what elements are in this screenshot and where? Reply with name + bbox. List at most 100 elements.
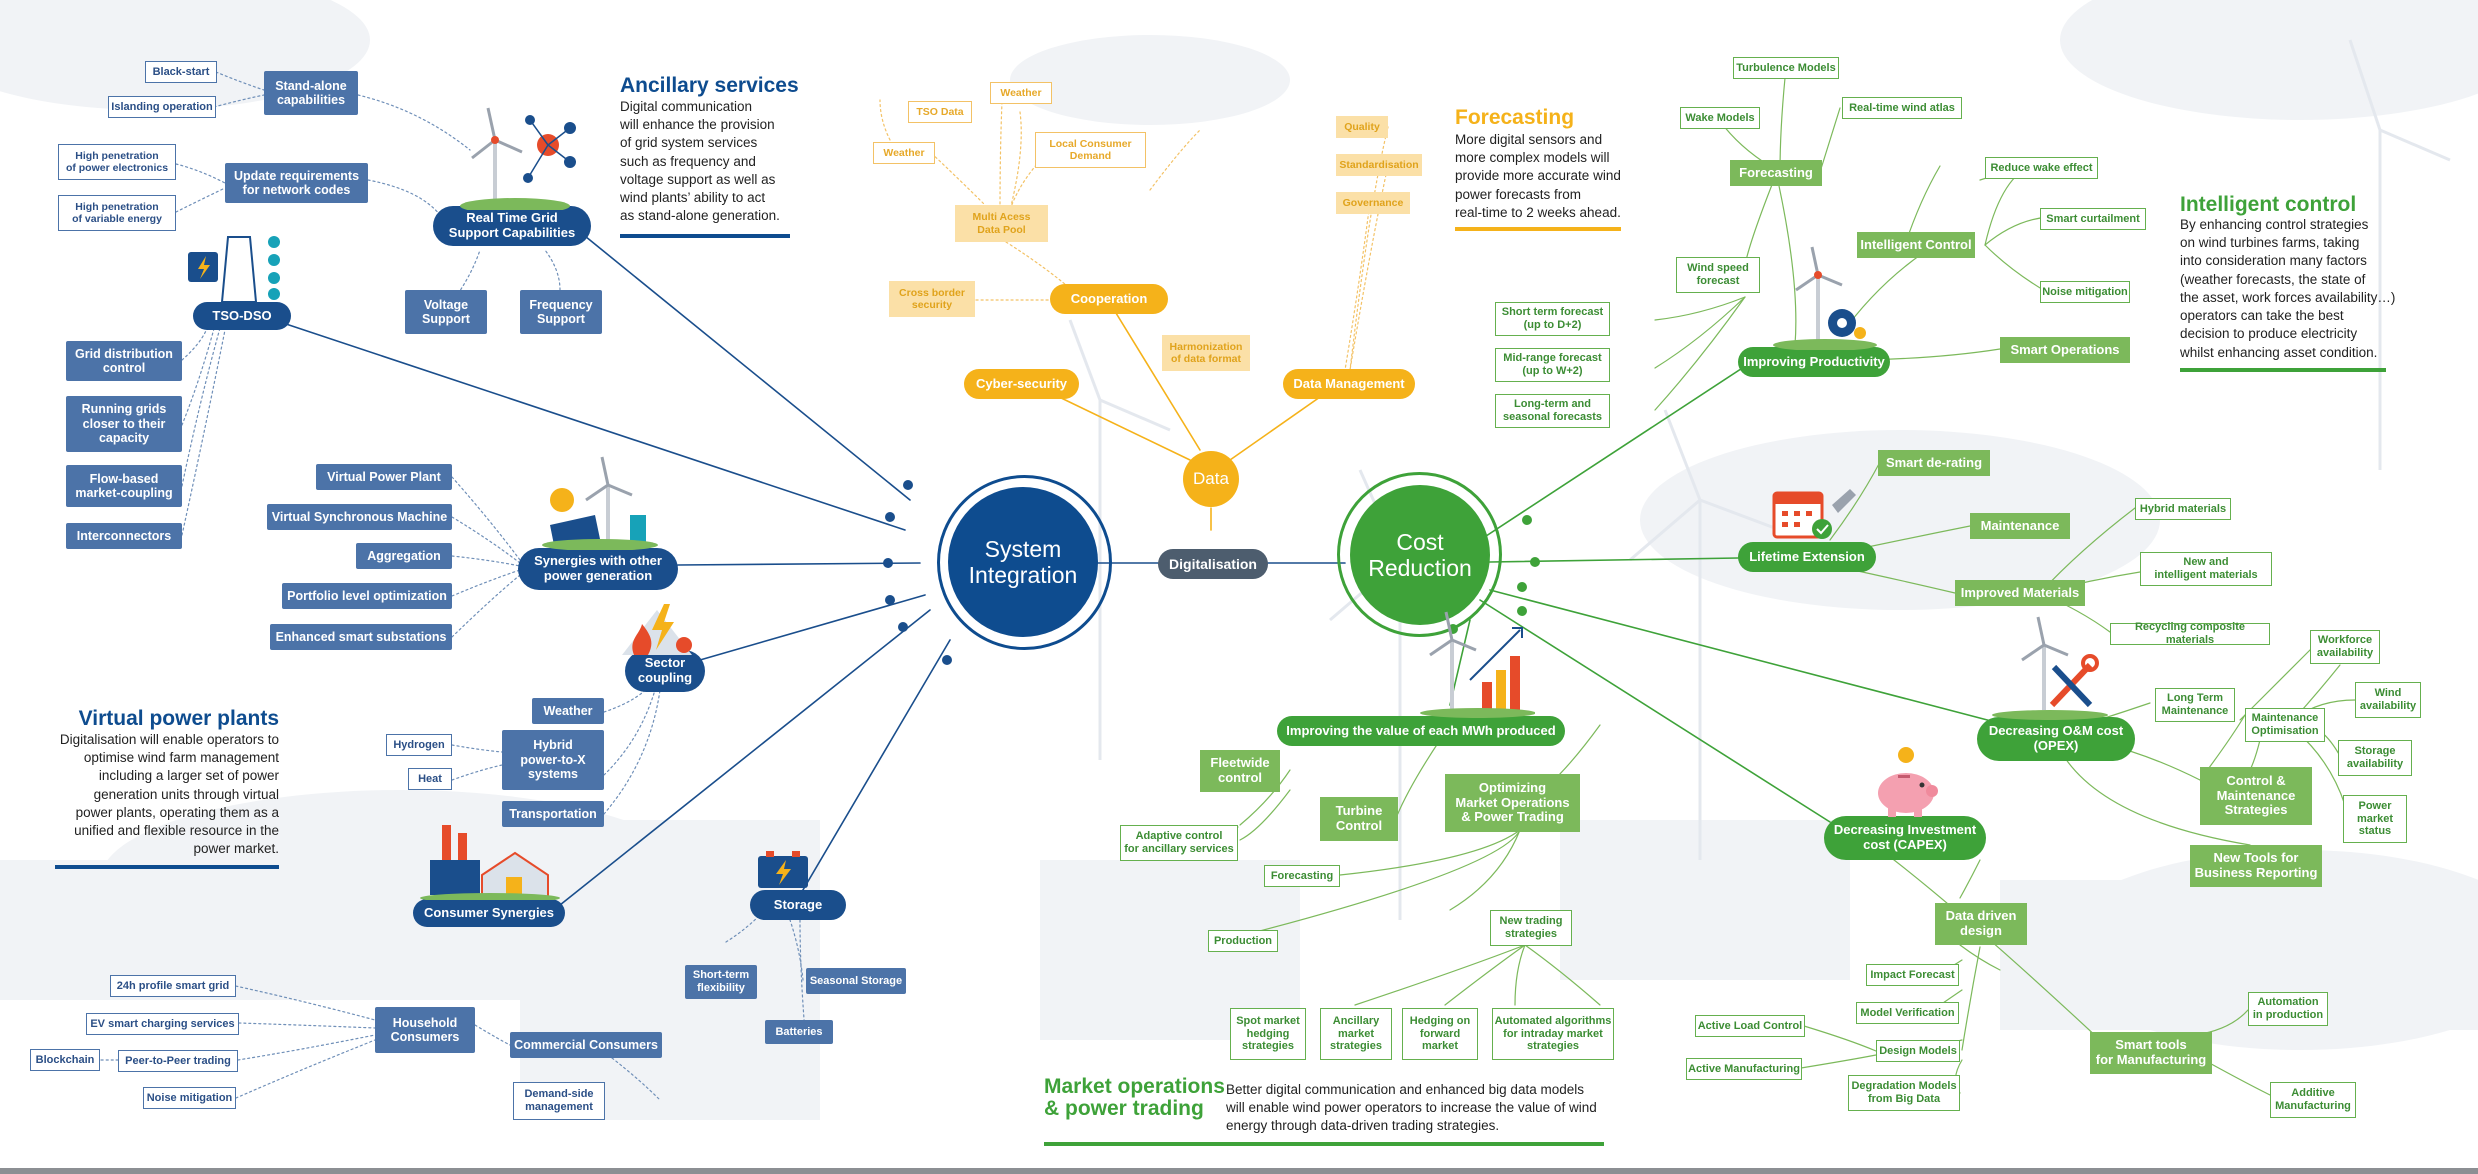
hydrogen[interactable]: Hydrogen (386, 734, 452, 756)
high-penetration-electronics[interactable]: High penetration of power electronics (58, 144, 176, 180)
consumer-synergies-node[interactable]: Consumer Synergies (413, 899, 565, 927)
noise-mitigation-control[interactable]: Noise mitigation (2040, 281, 2130, 303)
interconnectors[interactable]: Interconnectors (66, 523, 182, 549)
transportation[interactable]: Transportation (502, 801, 604, 827)
sector-coupling-node[interactable]: Sector coupling (625, 650, 705, 692)
storage-node[interactable]: Storage (750, 890, 846, 920)
improving-productivity-node[interactable]: Improving Productivity (1738, 347, 1890, 377)
production[interactable]: Production (1208, 930, 1278, 952)
heat[interactable]: Heat (408, 768, 452, 790)
seasonal-storage[interactable]: Seasonal Storage (806, 968, 906, 994)
24h-profile-smart-grid[interactable]: 24h profile smart grid (110, 975, 236, 997)
weather-top[interactable]: Weather (990, 82, 1052, 104)
running-grids[interactable]: Running grids closer to their capacity (66, 396, 182, 452)
tso-data[interactable]: TSO Data (908, 101, 972, 123)
high-penetration-variable[interactable]: High penetration of variable energy (58, 195, 176, 231)
wind-availability[interactable]: Wind availability (2355, 682, 2421, 718)
long-term-maintenance[interactable]: Long Term Maintenance (2155, 688, 2235, 722)
turbulence-models[interactable]: Turbulence Models (1733, 57, 1839, 79)
aggregation[interactable]: Aggregation (356, 543, 452, 569)
spot-market-hedging[interactable]: Spot market hedging strategies (1230, 1008, 1306, 1060)
smart-tools-manufacturing[interactable]: Smart tools for Manufacturing (2090, 1032, 2212, 1074)
ev-smart-charging[interactable]: EV smart charging services (86, 1013, 239, 1035)
maintenance-optimisation[interactable]: Maintenance Optimisation (2245, 708, 2325, 742)
update-requirements[interactable]: Update requirements for network codes (225, 163, 368, 203)
batteries[interactable]: Batteries (765, 1020, 833, 1044)
data-driven-design[interactable]: Data driven design (1935, 903, 2027, 945)
forecasting-small[interactable]: Forecasting (1264, 865, 1340, 887)
commercial-consumers[interactable]: Commercial Consumers (510, 1032, 662, 1058)
improving-value-node[interactable]: Improving the value of each MWh produced (1277, 716, 1565, 746)
peer-to-peer-trading[interactable]: Peer-to-Peer trading (118, 1050, 238, 1072)
lifetime-extension-node[interactable]: Lifetime Extension (1738, 542, 1876, 572)
additive-manufacturing[interactable]: Additive Manufacturing (2270, 1082, 2356, 1118)
forecasting-node[interactable]: Forecasting (1730, 160, 1822, 186)
real-time-grid-node[interactable]: Real Time Grid Support Capabilities (433, 206, 591, 246)
impact-forecast[interactable]: Impact Forecast (1866, 964, 1959, 986)
new-trading-strategies[interactable]: New trading strategies (1490, 910, 1572, 946)
hedging-forward-market[interactable]: Hedging on forward market (1402, 1008, 1478, 1060)
cooperation-node[interactable]: Cooperation (1050, 284, 1168, 314)
standalone-capabilities[interactable]: Stand-alone capabilities (264, 71, 358, 115)
enhanced-smart-substations[interactable]: Enhanced smart substations (270, 624, 452, 650)
voltage-support[interactable]: Voltage Support (405, 290, 487, 334)
automated-algorithms[interactable]: Automated algorithms for intraday market… (1492, 1008, 1614, 1060)
control-maintenance-strategies[interactable]: Control & Maintenance Strategies (2200, 767, 2312, 825)
design-models[interactable]: Design Models (1876, 1040, 1960, 1062)
wake-models[interactable]: Wake Models (1680, 107, 1760, 129)
ancillary-market-strategies[interactable]: Ancillary market strategies (1320, 1008, 1392, 1060)
storage-availability[interactable]: Storage availability (2338, 740, 2412, 776)
weather-node[interactable]: Weather (532, 698, 604, 724)
automation-in-production[interactable]: Automation in production (2248, 992, 2328, 1026)
portfolio-optimization[interactable]: Portfolio level optimization (282, 583, 452, 609)
reduce-wake-effect[interactable]: Reduce wake effect (1985, 157, 2098, 179)
noise-mitigation-household[interactable]: Noise mitigation (143, 1087, 236, 1109)
virtual-power-plant[interactable]: Virtual Power Plant (316, 464, 452, 490)
decreasing-om-node[interactable]: Decreasing O&M cost (OPEX) (1977, 717, 2135, 761)
islanding-operation[interactable]: Islanding operation (108, 96, 216, 118)
data-hub[interactable]: Data (1183, 451, 1239, 507)
black-start[interactable]: Black-start (145, 61, 217, 83)
maintenance-node[interactable]: Maintenance (1970, 513, 2070, 539)
decreasing-investment-node[interactable]: Decreasing Investment cost (CAPEX) (1824, 816, 1986, 860)
household-consumers[interactable]: Household Consumers (375, 1007, 475, 1053)
tso-dso-node[interactable]: TSO-DSO (193, 302, 291, 330)
governance[interactable]: Governance (1336, 192, 1410, 214)
virtual-synchronous-machine[interactable]: Virtual Synchronous Machine (267, 504, 452, 530)
power-market-status[interactable]: Power market status (2343, 795, 2407, 843)
cyber-security-node[interactable]: Cyber-security (964, 369, 1079, 399)
wind-speed-forecast[interactable]: Wind speed forecast (1676, 257, 1760, 293)
cost-reduction-hub[interactable]: Cost Reduction (1350, 485, 1490, 625)
data-management-node[interactable]: Data Management (1283, 369, 1415, 399)
smart-derating-node[interactable]: Smart de-rating (1878, 450, 1990, 476)
turbine-control[interactable]: Turbine Control (1320, 797, 1398, 841)
new-intelligent-materials[interactable]: New and intelligent materials (2140, 552, 2272, 586)
standardisation[interactable]: Standardisation (1336, 154, 1422, 176)
frequency-support[interactable]: Frequency Support (520, 290, 602, 334)
long-term-forecast[interactable]: Long-term and seasonal forecasts (1495, 394, 1610, 428)
optimizing-market-operations[interactable]: Optimizing Market Operations & Power Tra… (1445, 774, 1580, 832)
short-term-forecast[interactable]: Short term forecast (up to D+2) (1495, 302, 1610, 336)
model-verification[interactable]: Model Verification (1856, 1002, 1959, 1024)
smart-operations-node[interactable]: Smart Operations (2000, 337, 2130, 363)
intelligent-control-node[interactable]: Intelligent Control (1857, 232, 1975, 258)
smart-curtailment[interactable]: Smart curtailment (2040, 208, 2146, 230)
grid-distribution-control[interactable]: Grid distribution control (66, 341, 182, 381)
active-load-control[interactable]: Active Load Control (1695, 1015, 1805, 1037)
degradation-models[interactable]: Degradation Models from Big Data (1848, 1075, 1960, 1111)
hybrid-power-to-x[interactable]: Hybrid power-to-X systems (502, 730, 604, 790)
adaptive-control[interactable]: Adaptive control for ancillary services (1120, 825, 1238, 861)
fleetwide-control[interactable]: Fleetwide control (1200, 750, 1280, 792)
weather-left[interactable]: Weather (873, 142, 935, 164)
cross-border-security[interactable]: Cross border security (889, 281, 975, 317)
quality[interactable]: Quality (1336, 116, 1388, 138)
harmonization-data-format[interactable]: Harmonization of data format (1162, 335, 1250, 371)
new-tools-business-reporting[interactable]: New Tools for Business Reporting (2190, 845, 2322, 887)
local-consumer-demand[interactable]: Local Consumer Demand (1035, 132, 1146, 168)
improved-materials-node[interactable]: Improved Materials (1955, 580, 2085, 606)
digitalisation-hub[interactable]: Digitalisation (1158, 549, 1268, 579)
flow-based-coupling[interactable]: Flow-based market-coupling (66, 465, 182, 507)
mid-range-forecast[interactable]: Mid-range forecast (up to W+2) (1495, 348, 1610, 382)
system-integration-hub[interactable]: System Integration (948, 487, 1098, 637)
multi-access-data-pool[interactable]: Multi Acess Data Pool (955, 205, 1048, 242)
